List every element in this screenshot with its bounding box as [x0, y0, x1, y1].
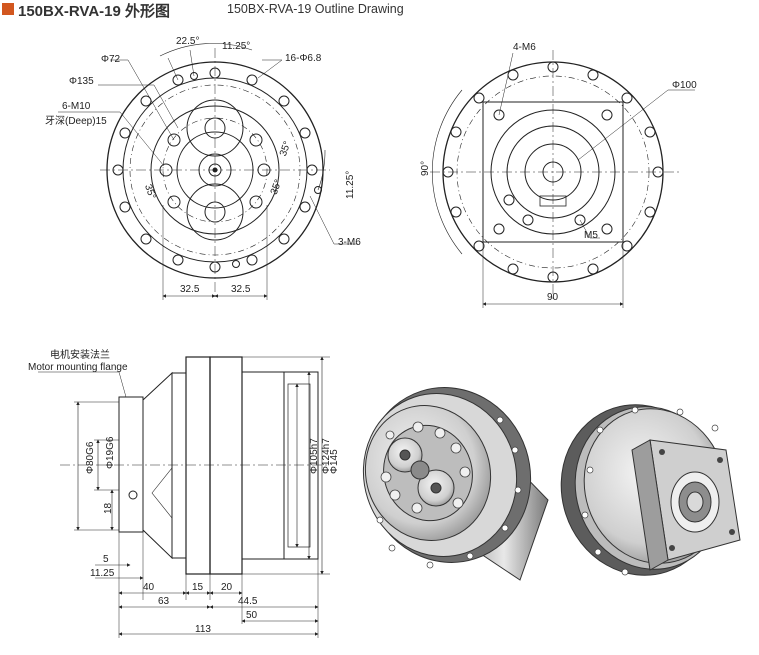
dim-18: 18 [103, 502, 114, 514]
label-flange-en: Motor mounting flange [28, 362, 128, 373]
label-35-deg-b: 35° [142, 183, 158, 201]
label-dia-100: Φ100 [672, 80, 697, 91]
label-6-m10: 6-M10 [62, 101, 91, 112]
label-16-holes: 16-Φ6.8 [285, 53, 322, 64]
dim-11-25: 11.25 [90, 568, 115, 579]
dim-113: 113 [195, 624, 211, 635]
iso-rear-render [560, 404, 741, 576]
label-dia-80g6: Φ80G6 [85, 441, 96, 474]
drawing-header: 150BX-RVA-19 外形图 150BX-RVA-19 Outline Dr… [0, 0, 759, 22]
label-dia-105h7: Φ105h7 [309, 438, 320, 474]
side-view-labels: 电机安装法兰 Motor mounting flange Φ80G6 Φ19G6… [28, 348, 340, 635]
label-dia-124h7: Φ124h7 [321, 438, 332, 474]
label-22-5-deg: 22.5° [176, 36, 199, 47]
rear-flange-holes [442, 61, 664, 283]
label-90-deg: 90° [420, 161, 431, 176]
label-dia-19g6: Φ19G6 [105, 436, 116, 469]
label-35-deg-a: 35° [278, 140, 294, 158]
label-11-25-deg-side: 11.25° [345, 171, 356, 199]
front-view [58, 43, 358, 300]
label-flange-cn: 电机安装法兰 [50, 348, 110, 361]
iso-front-holes [380, 421, 471, 514]
dim-5: 5 [103, 554, 109, 565]
label-35-deg-c: 35° [269, 178, 285, 196]
label-thread-depth: 牙深(Deep)15 [45, 115, 107, 127]
dim-63: 63 [158, 596, 170, 607]
label-3-m6: 3-M6 [338, 237, 361, 248]
drawing-subtitle: 150BX-RVA-19 Outline Drawing [227, 2, 404, 16]
dim-50: 50 [246, 610, 258, 621]
dim-32-5-right: 32.5 [231, 284, 251, 295]
label-m5: M5 [584, 230, 598, 241]
label-dia-72: Φ72 [101, 54, 121, 65]
dim-32-5-left: 32.5 [180, 284, 200, 295]
title-marker-square [2, 3, 14, 15]
dim-44-5: 44.5 [238, 596, 258, 607]
label-4-m6: 4-M6 [513, 42, 536, 53]
dim-90: 90 [547, 292, 559, 303]
side-view [38, 356, 330, 638]
label-dia-145: Φ145 [329, 449, 340, 474]
dim-20: 20 [221, 582, 233, 593]
label-11-25-deg-top: 11.25° [222, 41, 250, 52]
dim-40: 40 [143, 582, 155, 593]
label-dia-135: Φ135 [69, 76, 94, 87]
rear-view-labels: 4-M6 Φ100 90° M5 90 [420, 42, 697, 303]
iso-front-render [362, 387, 549, 581]
rear-view [430, 50, 695, 308]
dim-15: 15 [192, 582, 204, 593]
drawing-title: 150BX-RVA-19 外形图 [18, 3, 170, 20]
front-view-labels: 22.5° 11.25° 16-Φ6.8 Φ72 Φ135 6-M10 牙深(D… [45, 36, 361, 295]
